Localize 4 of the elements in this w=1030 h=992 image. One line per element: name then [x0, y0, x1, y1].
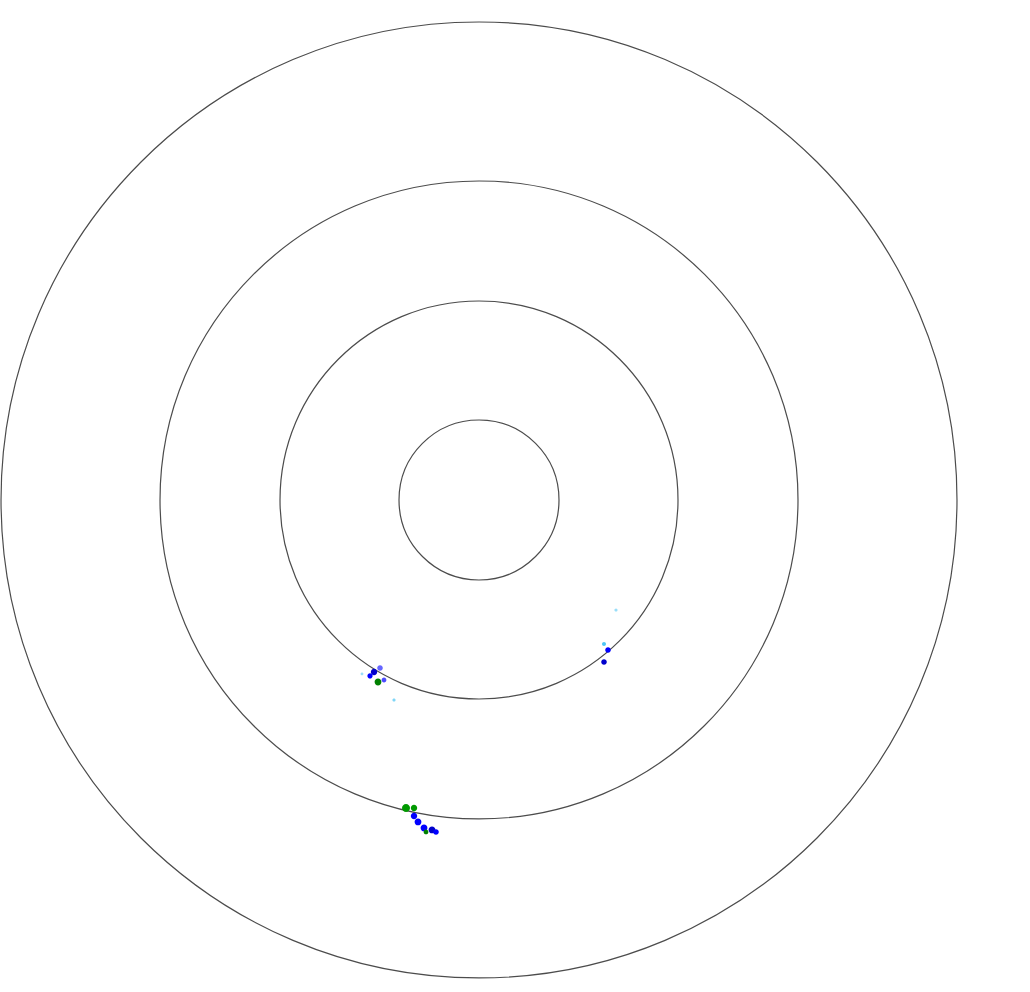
ring	[0, 21, 958, 979]
ring	[159, 180, 799, 820]
ring	[279, 300, 679, 700]
ring	[398, 419, 560, 581]
